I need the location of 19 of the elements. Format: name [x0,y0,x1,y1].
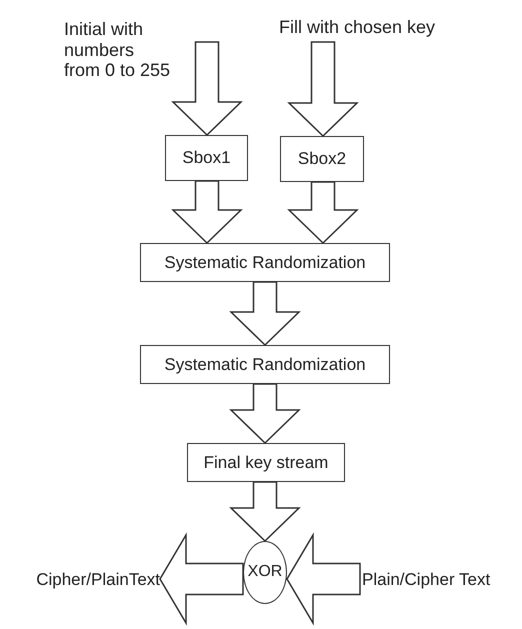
process-box: Systematic Randomization [140,345,390,384]
process-box: Sbox1 [165,135,248,181]
block-arrow [229,383,301,444]
text-label: Plain/Cipher Text [362,570,490,590]
text-label: Initial with numbers from 0 to 255 [64,18,172,82]
block-arrow [159,532,244,626]
block-arrow [287,181,359,244]
text-label: Cipher/PlainText [36,570,160,590]
block-arrow [229,281,301,346]
block-arrow [171,41,243,136]
block-arrow [229,481,301,542]
process-box: Systematic Randomization [140,243,390,282]
block-arrow [171,180,243,244]
block-arrow [286,532,361,626]
process-box: Sbox2 [280,136,364,182]
block-arrow [287,41,359,138]
text-label: Fill with chosen key [278,16,436,38]
xor-circle: XOR [243,541,287,604]
process-box: Final key stream [187,443,345,482]
